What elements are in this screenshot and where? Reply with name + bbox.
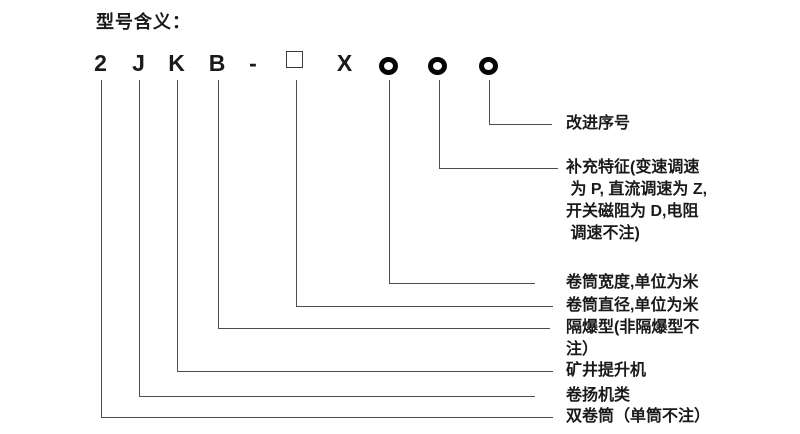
drum-width-label-line: 卷筒宽度,单位为米 — [566, 274, 699, 291]
double-drum-label-line: 双卷筒（单筒不注） — [566, 408, 711, 425]
supplementary-feature-hline — [438, 168, 558, 169]
drum-diameter-vline — [295, 80, 297, 307]
winch-class-vline — [138, 80, 140, 397]
drum-diameter-label-line: 卷筒直径,单位为米 — [566, 297, 699, 314]
code-hyphen: - — [249, 50, 257, 76]
code-ring-2 — [427, 57, 447, 75]
supplementary-feature-label-line: 为 P, 直流调速为 Z, — [566, 181, 708, 198]
code-blank-box — [286, 51, 303, 68]
double-drum-vline — [100, 80, 102, 418]
improvement-serial-hline — [489, 124, 552, 125]
improvement-serial-label-line: 改进序号 — [566, 115, 631, 132]
flameproof-type-hline — [217, 328, 550, 329]
code-letter-x: X — [336, 50, 353, 76]
page-title: 型号含义： — [96, 12, 191, 32]
drum-width-label: 卷筒宽度,单位为米 — [566, 272, 698, 294]
improvement-serial-vline — [489, 80, 490, 125]
winch-class-label: 卷扬机类 — [566, 385, 630, 407]
double-drum-label: 双卷筒（单筒不注） — [566, 406, 710, 428]
mine-hoist-vline — [176, 80, 178, 372]
supplementary-feature-label-line: 补充特征(变速调速 — [566, 159, 700, 176]
drum-diameter-label: 卷筒直径,单位为米 — [566, 295, 698, 317]
supplementary-feature-label-line: 开关磁阻为 D,电阻 — [566, 203, 699, 220]
drum-diameter-hline — [295, 306, 553, 307]
supplementary-feature-label-line: 调速不注) — [566, 225, 640, 242]
code-letter-k: K — [168, 50, 185, 76]
double-drum-hline — [100, 417, 553, 418]
flameproof-type-label: 隔爆型(非隔爆型不注） — [566, 317, 699, 361]
drum-width-vline — [388, 80, 390, 284]
mine-hoist-label: 矿井提升机 — [566, 360, 646, 382]
code-digit-2: 2 — [94, 50, 107, 76]
code-ring-3 — [478, 57, 498, 75]
mine-hoist-label-line: 矿井提升机 — [566, 362, 647, 379]
code-letter-b: B — [208, 50, 226, 76]
code-ring-1 — [378, 57, 398, 75]
supplementary-feature-label: 补充特征(变速调速 为 P, 直流调速为 Z, 开关磁阻为 D,电阻 调速不注) — [566, 157, 707, 245]
drum-width-hline — [388, 283, 535, 284]
improvement-serial-label: 改进序号 — [566, 113, 630, 135]
supplementary-feature-vline — [438, 80, 440, 169]
flameproof-type-label-line: 注） — [566, 341, 599, 358]
flameproof-type-vline — [217, 80, 219, 329]
code-letter-j: J — [132, 50, 145, 76]
flameproof-type-label-line: 隔爆型(非隔爆型不 — [566, 319, 700, 336]
mine-hoist-hline — [176, 371, 553, 372]
winch-class-label-line: 卷扬机类 — [566, 387, 631, 404]
winch-class-hline — [138, 396, 535, 397]
